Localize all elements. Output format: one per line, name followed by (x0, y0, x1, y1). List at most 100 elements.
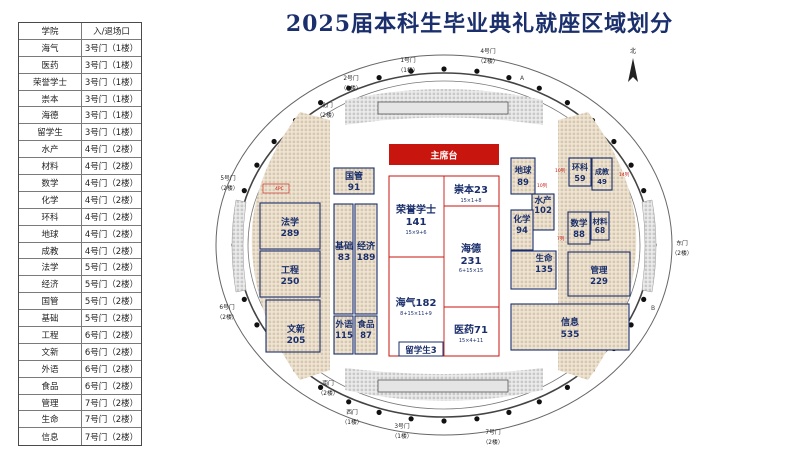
gate-4-name: 4号门 (480, 47, 495, 55)
column-dot (628, 322, 634, 328)
column-dot (564, 100, 571, 106)
college-cell: 管理 (19, 394, 82, 411)
haiqi-name: 海气182 (396, 296, 437, 309)
north-balcony (377, 101, 509, 115)
zone-guoguan (333, 167, 375, 195)
note-4pc-box (262, 183, 290, 194)
college-cell: 崇本 (19, 90, 82, 107)
column-dot (318, 100, 324, 106)
college-cell: 成教 (19, 242, 82, 259)
guanli-name: 管理 (590, 265, 608, 276)
college-cell: 食品 (19, 377, 82, 394)
haide-name: 海德 (461, 242, 481, 255)
zone-gongcheng (259, 250, 321, 298)
header-gate: 入/退场口 (93, 26, 130, 37)
gate-cell: 6号门（2楼） (84, 364, 139, 375)
column-dot (376, 75, 382, 81)
zone-jichu (333, 203, 354, 315)
gate-east-floor: （2楼） (671, 249, 692, 257)
column-dot (474, 68, 480, 74)
zone-huaxue (510, 209, 534, 251)
gate-4-floor: （2楼） (477, 57, 498, 65)
column-dot (254, 162, 260, 168)
jingji-name: 经济 (357, 240, 376, 252)
faxue-name: 法学 (281, 216, 299, 228)
column-dot (376, 409, 382, 415)
note-10col-a: 10列 (555, 167, 566, 174)
chengjiao-name: 成教 (595, 167, 610, 176)
diqiu-name: 地球 (514, 165, 532, 176)
chengjiao-count: 49 (597, 178, 607, 186)
zone-wenxin (265, 299, 321, 353)
gate-7-name: 7号门 (485, 428, 500, 436)
shuichan-name: 水产 (533, 195, 552, 206)
main-stage (389, 144, 499, 165)
gate-south-name: 南门 (322, 379, 334, 387)
gate-cell: 4号门（2楼） (84, 246, 139, 257)
yiyao-layout: 15×4+11 (459, 338, 483, 344)
yiyao-name: 医药71 (454, 323, 488, 336)
note-10col-b: 10列 (537, 182, 548, 189)
south-balcony (377, 379, 509, 393)
header-college: 学院 (19, 23, 82, 39)
college-cell: 信息 (19, 428, 82, 446)
gate-cell: 5号门（2楼） (84, 280, 139, 291)
gate-7-floor: （2楼） (482, 438, 503, 446)
wenxin-count: 205 (287, 336, 306, 346)
main-stage-label: 主席台 (430, 150, 457, 162)
college-cell: 海气 (19, 39, 82, 56)
gate-cell: 3号门（1楼） (84, 111, 139, 122)
gate-5-floor: （2楼） (217, 184, 238, 192)
rongyu-count: 141 (406, 217, 427, 228)
column-dot (408, 68, 414, 74)
east-outer-stair (641, 199, 657, 293)
compass-arrow-icon (628, 58, 638, 82)
column-dot (474, 416, 480, 422)
chongben-name: 崇本23 (454, 183, 488, 196)
college-cell: 生命 (19, 411, 82, 428)
column-dot (254, 322, 260, 328)
gate-east-name: 东门 (676, 239, 688, 247)
college-cell: 地球 (19, 225, 82, 242)
guoguan-count: 91 (348, 183, 361, 193)
gate-cell: 4号门（2楼） (84, 162, 139, 173)
zone-faxue (259, 202, 321, 250)
rongyu-name: 荣誉学士 (395, 203, 436, 216)
huanke-count: 59 (574, 174, 586, 183)
college-cell: 数学 (19, 175, 82, 191)
college-cell: 工程 (19, 327, 82, 343)
shipin-name: 食品 (357, 319, 375, 330)
column-dot (241, 188, 247, 194)
waiyu-name: 外语 (334, 319, 353, 330)
gate-cell: 7号门（2楼） (84, 415, 139, 426)
column-dot (536, 399, 542, 405)
gate-cell: 3号门（1楼） (84, 43, 139, 54)
gate-3-floor: （1楼） (391, 432, 412, 440)
gate-cell: 4号门（2楼） (84, 178, 139, 189)
college-cell: 医药 (19, 56, 82, 73)
gate-south-floor: （2楼） (317, 389, 338, 397)
gate-cell: 6号门（2楼） (84, 330, 139, 341)
west-outer-stair (231, 199, 247, 293)
gate-cell: 3号门（1楼） (84, 77, 139, 88)
zone-shipin (354, 315, 378, 355)
jingji-count: 189 (357, 253, 376, 263)
gate-5-name: 5号门 (220, 174, 235, 182)
waiyu-count: 115 (335, 331, 353, 341)
haiqi-layout: 8+15×11+9 (400, 311, 432, 317)
arena-ring-3 (247, 80, 641, 410)
gate-north-floor: （2楼） (316, 111, 337, 119)
college-cell: 海德 (19, 107, 82, 124)
gongcheng-count: 250 (281, 277, 300, 287)
gate-cell: 3号门（1楼） (84, 128, 139, 139)
